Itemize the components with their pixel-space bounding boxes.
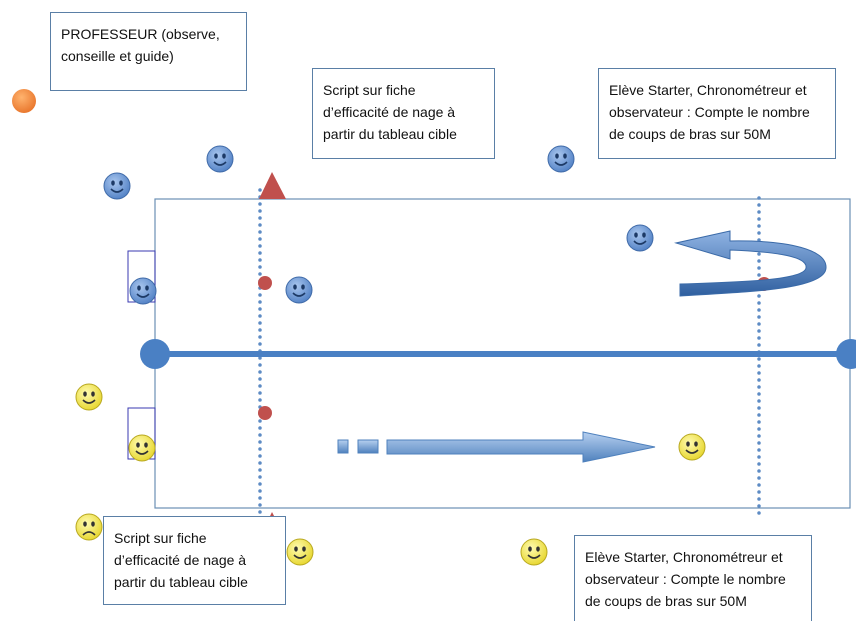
eleve-box-top: Elève Starter, Chronométreur et observat… — [598, 68, 836, 159]
circle-marker-icon — [258, 406, 272, 420]
lane-rope-end-left — [140, 339, 170, 369]
sad-face-icon — [75, 513, 103, 541]
eleve-label-bottom: Elève Starter, Chronométreur et observat… — [585, 549, 786, 609]
arrow-dash — [337, 439, 349, 454]
smiley-blue-icon — [129, 277, 157, 305]
smiley-yellow-icon — [128, 434, 156, 462]
smiley-blue-icon — [547, 145, 575, 173]
smiley-yellow-icon — [286, 538, 314, 566]
smiley-blue-icon — [103, 172, 131, 200]
lane-rope-end-right — [836, 339, 856, 369]
arrow-dash — [357, 439, 379, 454]
script-box-bottom: Script sur fiche d’efficacité de nage à … — [103, 516, 286, 605]
smiley-blue-icon — [206, 145, 234, 173]
return-arrow — [674, 230, 827, 297]
smiley-blue-icon — [285, 276, 313, 304]
eleve-label-top: Elève Starter, Chronométreur et observat… — [609, 82, 810, 142]
professeur-box: PROFESSEUR (observe, conseille et guide) — [50, 12, 247, 91]
script-label-top: Script sur fiche d’efficacité de nage à … — [323, 82, 457, 142]
swim-arrow — [386, 431, 656, 463]
professeur-label: PROFESSEUR (observe, conseille et guide) — [61, 26, 220, 64]
eleve-box-bottom: Elève Starter, Chronométreur et observat… — [574, 535, 812, 621]
smiley-yellow-icon — [678, 433, 706, 461]
teacher-icon — [12, 89, 36, 113]
circle-marker-icon — [258, 276, 272, 290]
smiley-yellow-icon — [75, 383, 103, 411]
triangle-marker-icon — [259, 172, 286, 199]
smiley-yellow-icon — [520, 538, 548, 566]
script-label-bottom: Script sur fiche d’efficacité de nage à … — [114, 530, 248, 590]
script-box-top: Script sur fiche d’efficacité de nage à … — [312, 68, 495, 159]
smiley-blue-icon — [626, 224, 654, 252]
